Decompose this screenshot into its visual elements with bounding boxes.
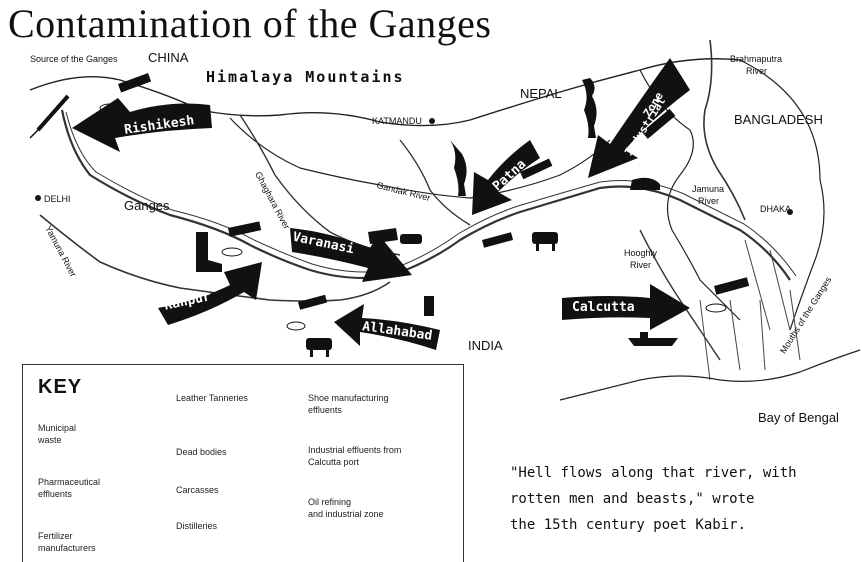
katmandu-dot bbox=[429, 118, 435, 124]
map-shoe-icon bbox=[630, 177, 660, 190]
key-title: KEY bbox=[38, 376, 83, 398]
delhi-dot bbox=[35, 195, 41, 201]
quote-line-2: rotten men and beasts," wrote bbox=[510, 491, 755, 507]
china-label: CHINA bbox=[148, 50, 189, 65]
quote-line-3: the 15th century poet Kabir. bbox=[510, 517, 747, 533]
coastline bbox=[559, 349, 861, 401]
map-municipal-waste-icons bbox=[99, 73, 750, 331]
katmandu-label: KATMANDU bbox=[372, 116, 422, 126]
calcutta-label: Calcutta bbox=[572, 300, 635, 315]
brahmaputra-label: Brahmaputra bbox=[730, 54, 783, 64]
hooghly-river-label: River bbox=[630, 260, 652, 270]
patna-arrow bbox=[472, 140, 540, 215]
ganges-label: Ganges bbox=[124, 198, 170, 213]
kanpur-arrow bbox=[158, 262, 262, 325]
key-box bbox=[22, 364, 464, 562]
calcutta-arrow bbox=[562, 284, 690, 330]
map-ship-icon bbox=[628, 332, 678, 346]
hooghly-label: Hooghly bbox=[624, 248, 658, 258]
allahabad-arrow bbox=[334, 304, 440, 350]
key-label-carcasses: Carcasses bbox=[176, 485, 219, 495]
bay-of-bengal-label: Bay of Bengal bbox=[758, 410, 839, 425]
quote-line-1: "Hell flows along that river, with bbox=[510, 465, 797, 481]
brahmaputra-river bbox=[703, 39, 746, 221]
india-label: INDIA bbox=[468, 338, 503, 353]
ganges-river bbox=[60, 109, 791, 281]
key-label-leather: Leather Tanneries bbox=[176, 393, 248, 403]
map-cow-icons bbox=[306, 232, 558, 357]
himalaya-label: Himalaya Mountains bbox=[206, 68, 405, 86]
gandak-river bbox=[399, 139, 471, 226]
map-carcass-icon bbox=[368, 228, 398, 244]
hooghly-river bbox=[639, 229, 721, 361]
nepal-label: NEPAL bbox=[520, 86, 562, 101]
brahmaputra-river-label: River bbox=[746, 66, 768, 76]
map-boot-icon bbox=[196, 232, 222, 272]
dhaka-label: DHAKA bbox=[760, 204, 792, 214]
bangladesh-label: BANGLADESH bbox=[734, 112, 823, 127]
bangladesh-border bbox=[639, 59, 825, 331]
map-title: Contamination of the Ganges bbox=[8, 1, 492, 46]
delta-channels bbox=[699, 239, 801, 381]
jamuna-river-label: River bbox=[698, 196, 720, 206]
industrial-arrow bbox=[588, 58, 690, 178]
map-syringe-icon bbox=[29, 94, 70, 139]
ganges-river-bank bbox=[65, 111, 797, 277]
jamuna-label: Jamuna bbox=[692, 184, 725, 194]
key-label-distilleries: Distilleries bbox=[176, 521, 218, 531]
nepal-border bbox=[229, 117, 611, 199]
delhi-label: DELHI bbox=[44, 194, 71, 204]
key-label-dead-bodies: Dead bodies bbox=[176, 447, 227, 457]
china-border bbox=[29, 58, 741, 127]
kabir-quote: "Hell flows along that river, with rotte… bbox=[510, 460, 840, 538]
source-label: Source of the Ganges bbox=[30, 54, 118, 64]
dhaka-dot bbox=[787, 209, 793, 215]
